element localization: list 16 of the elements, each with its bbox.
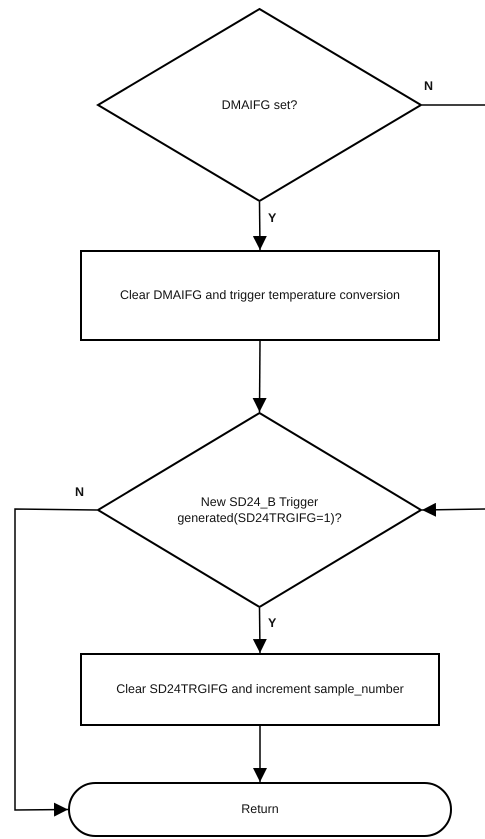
arrow <box>253 726 267 782</box>
arrow <box>422 502 485 517</box>
arrow <box>252 341 267 412</box>
decision-text: DMAIFG set? <box>222 96 298 114</box>
arrow <box>252 202 267 250</box>
arrow <box>252 608 267 653</box>
edge-label: Y <box>268 212 276 224</box>
edge-label: N <box>75 486 84 498</box>
step-text: Clear DMAIFG and trigger temperature conversion <box>120 287 400 304</box>
arrow <box>14 508 97 817</box>
edge-label: Y <box>268 617 276 630</box>
step-text: Clear SD24TRGIFG and increment sample_number <box>116 681 404 698</box>
connector-line <box>422 104 485 106</box>
edge-label: N <box>424 80 434 92</box>
decision-text: New SD24_B Trigger generated(SD24TRGIFG=1)? <box>176 494 343 526</box>
step-text: Return <box>241 801 279 818</box>
